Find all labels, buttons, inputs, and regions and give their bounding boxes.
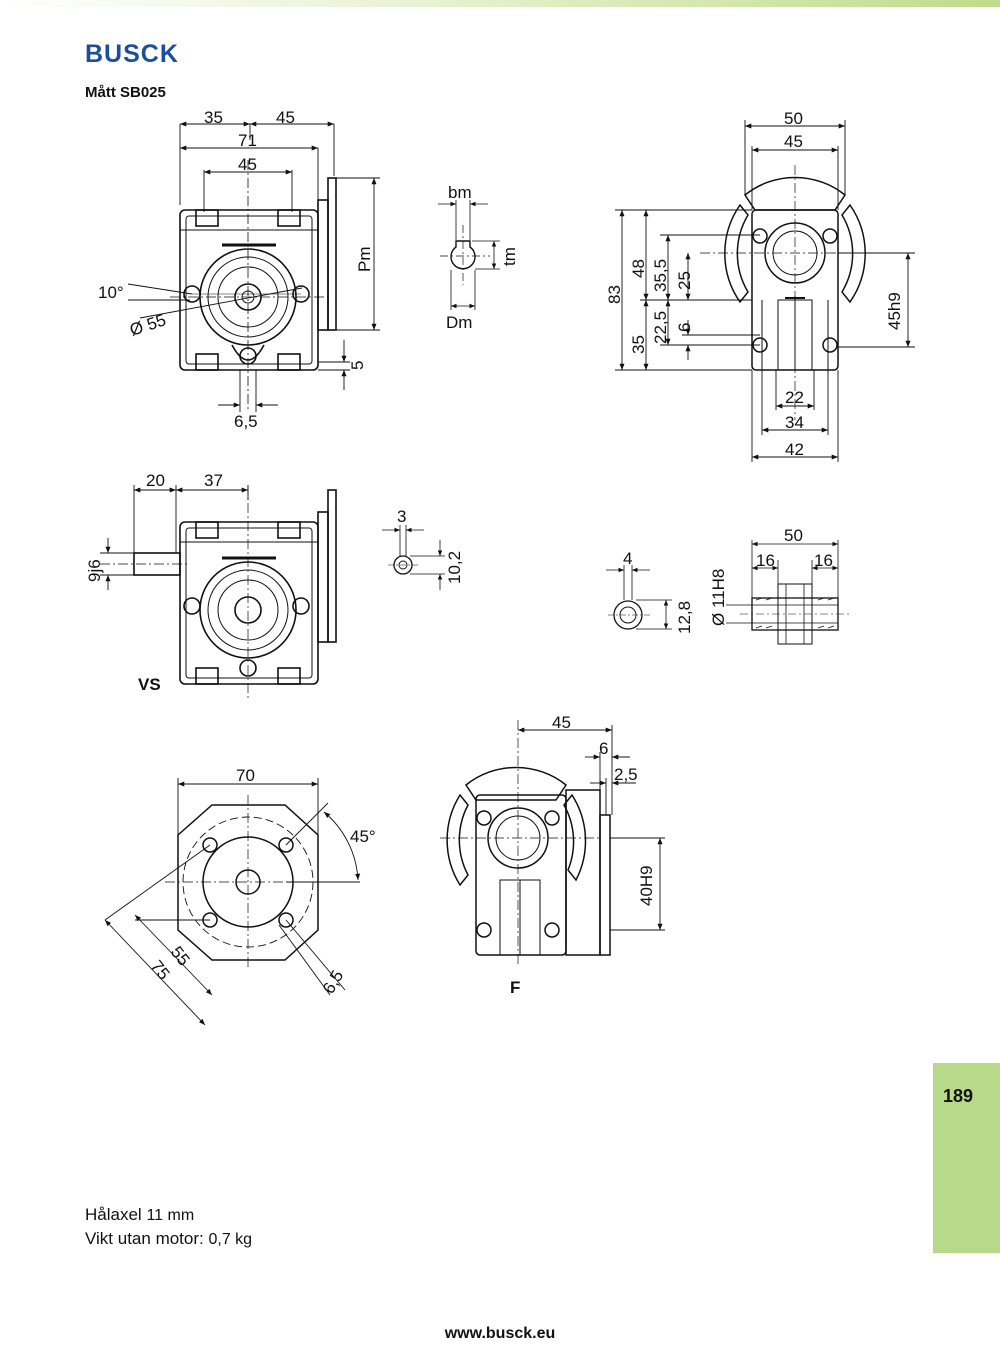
dim-50-section: 50 bbox=[784, 526, 803, 545]
dim-12-8: 12,8 bbox=[675, 601, 694, 634]
vs-dimensions bbox=[100, 485, 249, 590]
dim-50: 50 bbox=[784, 109, 803, 128]
dim-20: 20 bbox=[146, 471, 165, 490]
dim-40h9: 40H9 bbox=[637, 865, 656, 906]
hollow-shaft-line: Hålaxel 11 mm bbox=[85, 1203, 252, 1227]
dim-37: 37 bbox=[204, 471, 223, 490]
front-dimensions bbox=[127, 121, 380, 412]
dim-2-5: 2,5 bbox=[614, 765, 638, 784]
dim-48: 48 bbox=[629, 259, 648, 278]
shaft-key-detail bbox=[382, 525, 445, 590]
dim-45: 45 bbox=[238, 155, 257, 174]
dim-angle-10: 10° bbox=[98, 283, 124, 302]
weight-line: Vikt utan motor: 0,7 kg bbox=[85, 1227, 252, 1251]
keyway-labels: bm tm Dm bbox=[446, 183, 519, 332]
page-title: Mått SB025 bbox=[85, 84, 166, 101]
dim-45-f: 45 bbox=[552, 713, 571, 732]
f-dimensions bbox=[518, 725, 665, 931]
dim-bm: bm bbox=[448, 183, 472, 202]
specs-info: Hålaxel 11 mm Vikt utan motor: 0,7 kg bbox=[85, 1203, 252, 1251]
dim-pm: Pm bbox=[355, 247, 374, 273]
f-view bbox=[440, 720, 611, 965]
dim-42: 42 bbox=[785, 440, 804, 459]
hollow-section-labels: 50 16 16 Ø 11H8 bbox=[709, 526, 833, 626]
shaft-key-labels: 3 10,2 bbox=[397, 507, 464, 584]
dim-35: 35 bbox=[204, 108, 223, 127]
footer-url: www.busck.eu bbox=[444, 1325, 556, 1342]
dim-25: 25 bbox=[675, 271, 694, 290]
dim-4: 4 bbox=[623, 549, 632, 568]
page-tab bbox=[933, 1063, 1000, 1253]
dim-16-right: 16 bbox=[814, 551, 833, 570]
f-labels: 45 6 2,5 40H9 F bbox=[510, 713, 656, 997]
dim-6: 6 bbox=[675, 323, 694, 332]
dim-6-5-flange: 6,5 bbox=[319, 967, 347, 997]
dim-35-5: 35,5 bbox=[651, 259, 670, 292]
weight-label: Vikt utan motor: bbox=[85, 1229, 204, 1248]
keyway-detail bbox=[438, 200, 500, 310]
vs-label: VS bbox=[138, 675, 161, 694]
dim-83: 83 bbox=[605, 285, 624, 304]
shaft-value: 11 mm bbox=[146, 1207, 195, 1224]
flange-labels: 70 45° 55 75 6,5 bbox=[147, 766, 376, 997]
dim-34: 34 bbox=[785, 413, 804, 432]
brand-logo: BUSCK bbox=[85, 40, 179, 68]
dim-3: 3 bbox=[397, 507, 406, 526]
dim-35-side: 35 bbox=[629, 335, 648, 354]
dim-6-f: 6 bbox=[599, 739, 608, 758]
hollow-key-labels: 4 12,8 bbox=[623, 549, 694, 634]
dim-5: 5 bbox=[348, 361, 367, 370]
dim-45h9: 45h9 bbox=[885, 292, 904, 330]
dim-55: 55 bbox=[167, 943, 194, 970]
hollow-section bbox=[726, 540, 850, 645]
side-dimensions bbox=[615, 120, 915, 462]
page-number: 189 bbox=[943, 1086, 974, 1106]
dim-45-top: 45 bbox=[276, 108, 295, 127]
dim-9j6: 9j6 bbox=[85, 559, 104, 582]
dim-dm: Dm bbox=[446, 313, 472, 332]
dim-6-5: 6,5 bbox=[234, 412, 258, 431]
dim-45-side: 45 bbox=[784, 132, 803, 151]
shaft-label: Hålaxel bbox=[85, 1205, 142, 1224]
dim-angle-45: 45° bbox=[350, 827, 376, 846]
dim-dia-55: Ø 55 bbox=[127, 310, 168, 339]
dim-75: 75 bbox=[147, 957, 174, 984]
f-label: F bbox=[510, 978, 520, 997]
vs-view bbox=[100, 485, 337, 700]
dim-dia-11h8: Ø 11H8 bbox=[709, 569, 728, 626]
vs-labels: 20 37 9j6 VS bbox=[85, 471, 223, 694]
dim-10-2: 10,2 bbox=[445, 551, 464, 584]
dim-16-left: 16 bbox=[756, 551, 775, 570]
dim-22-5: 22,5 bbox=[651, 311, 670, 344]
dim-70: 70 bbox=[236, 766, 255, 785]
front-view bbox=[170, 160, 337, 410]
side-dimension-labels: 50 45 83 48 35,5 25 22,5 6 35 45h9 22 34… bbox=[605, 109, 904, 459]
flange-dimensions bbox=[104, 778, 361, 1026]
side-view bbox=[700, 165, 880, 420]
dim-71: 71 bbox=[238, 131, 257, 150]
weight-value: 0,7 kg bbox=[208, 1231, 253, 1248]
dim-22: 22 bbox=[785, 388, 804, 407]
top-gradient-bar bbox=[0, 0, 1000, 7]
dim-tm: tm bbox=[500, 247, 519, 266]
hollow-key-detail bbox=[606, 565, 672, 630]
